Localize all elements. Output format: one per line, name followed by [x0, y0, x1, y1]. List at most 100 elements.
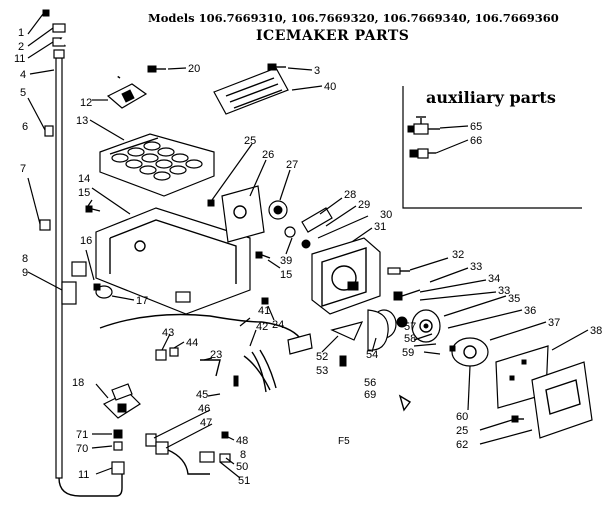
- label-58: 58: [404, 333, 416, 345]
- screw-icon: [147, 65, 166, 73]
- front-cover: [495, 345, 593, 439]
- shutoff-arm-icon: [449, 337, 489, 367]
- mounting-plate: [213, 67, 289, 115]
- aux-valve-icon: [407, 116, 440, 135]
- screw-icon: [511, 415, 524, 423]
- label-33: 33: [470, 261, 482, 273]
- label-15: 15: [78, 187, 90, 199]
- label-3: 3: [314, 65, 320, 77]
- screw-icon: [255, 251, 271, 259]
- label-44: 44: [186, 337, 198, 349]
- label-4: 4: [20, 69, 26, 81]
- support-bracket-icon: [330, 309, 389, 351]
- label-66: 66: [470, 135, 482, 147]
- thermostat-icon: [71, 261, 113, 299]
- label-53: 53: [316, 365, 328, 377]
- label-25b: 25: [456, 425, 468, 437]
- label-11: 11: [14, 53, 25, 65]
- label-46: 46: [198, 403, 210, 415]
- label-17: 17: [136, 295, 148, 307]
- control-housing: [311, 237, 381, 315]
- label-6: 6: [22, 121, 28, 133]
- label-29: 29: [358, 199, 370, 211]
- label-32: 32: [452, 249, 464, 261]
- mold-support-frame: [95, 207, 251, 315]
- label-60: 60: [456, 411, 468, 423]
- screw-icon: [261, 297, 269, 305]
- drive-gear-icon: [268, 200, 288, 220]
- label-1: 1: [18, 27, 24, 39]
- label-50: 50: [236, 461, 248, 473]
- diagram-stamp: F5: [338, 436, 350, 447]
- lever-arm-icon: [284, 207, 333, 249]
- label-35: 35: [508, 293, 520, 305]
- label-39: 39: [280, 255, 292, 267]
- screw-icon: [233, 375, 239, 387]
- compression-fitting-icon: [199, 431, 231, 463]
- label-13: 13: [76, 115, 88, 127]
- label-26: 26: [262, 149, 274, 161]
- label-51: 51: [238, 475, 250, 487]
- label-20: 20: [188, 63, 200, 75]
- label-23: 23: [210, 349, 222, 361]
- label-7: 7: [20, 163, 26, 175]
- timing-cam-icon: [411, 309, 441, 343]
- label-54: 54: [366, 349, 378, 361]
- water-valve: [102, 383, 141, 419]
- label-57: 57: [404, 321, 416, 333]
- label-43: 43: [162, 327, 174, 339]
- label-28: 28: [344, 189, 356, 201]
- wiring-harness: [99, 313, 313, 393]
- label-62: 62: [456, 439, 468, 451]
- label-34: 34: [488, 273, 500, 285]
- label-70: 70: [76, 443, 88, 455]
- tube-nut-icon: [145, 433, 210, 475]
- label-5: 5: [20, 87, 26, 99]
- label-40: 40: [324, 81, 336, 93]
- label-45: 45: [196, 389, 208, 401]
- label-71: 71: [76, 429, 88, 441]
- label-8b: 8: [240, 449, 246, 461]
- screw-icon: [85, 205, 101, 213]
- label-59: 59: [402, 347, 414, 359]
- mold-end-plate: [207, 185, 265, 243]
- label-41: 41: [258, 305, 270, 317]
- label-47: 47: [200, 417, 212, 429]
- models-heading: Models 106.7669310, 106.7669320, 106.766…: [148, 11, 559, 25]
- label-33b: 33: [498, 285, 510, 297]
- label-25: 25: [244, 135, 256, 147]
- label-24: 24: [272, 319, 284, 331]
- diagram-title: ICEMAKER PARTS: [256, 28, 409, 44]
- label-36: 36: [524, 305, 536, 317]
- label-65: 65: [470, 121, 482, 133]
- label-56: 56: [364, 377, 376, 389]
- label-38: 38: [590, 325, 602, 337]
- label-48: 48: [236, 435, 248, 447]
- label-15b: 15: [280, 269, 292, 281]
- label-14: 14: [78, 173, 90, 185]
- label-2: 2: [18, 41, 24, 53]
- fill-cup-icon: [106, 83, 148, 109]
- label-37: 37: [548, 317, 560, 329]
- screw-icon: [267, 63, 286, 71]
- label-16: 16: [80, 235, 92, 247]
- aux-fitting-icon: [409, 148, 436, 159]
- ice-mold-tray: [99, 133, 215, 197]
- label-18: 18: [72, 377, 84, 389]
- auxiliary-parts-title: auxiliary parts: [426, 88, 556, 107]
- label-9: 9: [22, 267, 28, 279]
- fill-tube-assembly: [39, 9, 123, 497]
- label-12: 12: [80, 97, 92, 109]
- label-31: 31: [374, 221, 386, 233]
- label-30: 30: [380, 209, 392, 221]
- label-42: 42: [256, 321, 268, 333]
- label-52: 52: [316, 351, 328, 363]
- switch-icon: [387, 267, 421, 301]
- clip-icon: [339, 355, 412, 412]
- label-27: 27: [286, 159, 298, 171]
- clamp-icon: [111, 429, 125, 475]
- auxiliary-parts-box: auxiliary parts 65 66: [402, 86, 582, 209]
- label-69: 69: [364, 389, 376, 401]
- label-8: 8: [22, 253, 28, 265]
